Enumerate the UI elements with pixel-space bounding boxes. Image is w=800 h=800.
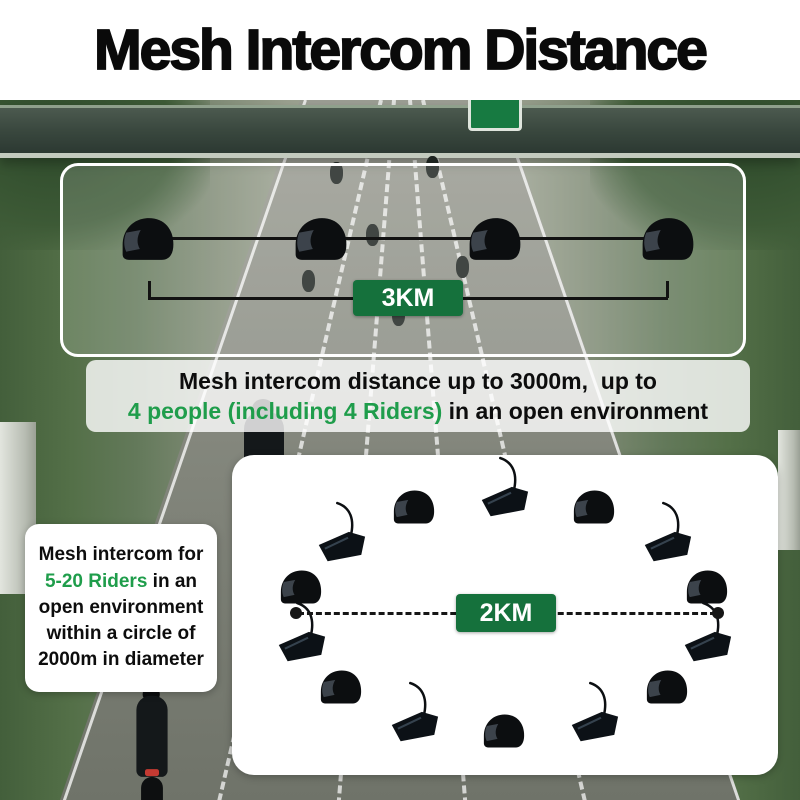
background-motorcycles [330,162,343,184]
intercom-device-icon [481,457,529,517]
helmet-icon [295,218,347,260]
caption-band: Mesh intercom distance up to 3000m, up t… [86,360,750,432]
concrete-barrier [778,430,800,550]
helmet-icon [574,490,615,524]
overpass-bridge [0,100,800,158]
helmet-icon [393,490,434,524]
helmet-icon [646,670,687,704]
intercom-device-icon [391,681,438,741]
circle-diagram-panel: 2KM [232,455,778,775]
helmet-icon [686,570,727,604]
distance-badge-3km: 3KM [353,280,463,316]
rider-link-line [148,237,668,240]
intercom-device-icon [572,681,619,741]
helmet-icon [469,218,521,260]
helmet-icon [642,218,694,260]
rider-wheel [141,776,163,800]
left-panel-text: Mesh intercom for 5-20 Riders in an open… [38,544,204,671]
header: Mesh Intercom Distance [0,0,800,100]
highway-sign [468,100,522,131]
bracket-tick [148,281,151,298]
helmet-icon [321,670,362,704]
intercom-device-icon [644,501,691,562]
rider-taillight [144,769,160,777]
helmet-icon [122,218,174,260]
left-panel-highlight: 5-20 Riders [44,570,148,592]
page-title: Mesh Intercom Distance [93,17,709,83]
top-distance-diagram: 3KM [60,163,746,357]
background-rider [130,686,174,800]
helmet-icon [483,714,525,748]
caption-line-2: 4 people (including 4 Riders) in an open… [127,397,709,424]
intercom-device-icon [278,601,326,661]
caption-line-1: Mesh intercom distance up to 3000m, up t… [179,367,657,394]
distance-badge-2km: 2KM [456,594,556,632]
left-info-panel: Mesh intercom for 5-20 Riders in an open… [25,524,217,692]
intercom-device-icon [319,501,366,562]
rider-body [136,695,168,777]
bracket-tick [666,281,669,298]
diameter-endpoint-dot [290,607,302,619]
caption-highlight: 4 people (including 4 Riders) [127,397,443,424]
top-riders-layer [63,166,743,354]
helmet-icon [281,570,322,604]
diameter-endpoint-dot [712,607,724,619]
intercom-device-icon [684,601,731,661]
